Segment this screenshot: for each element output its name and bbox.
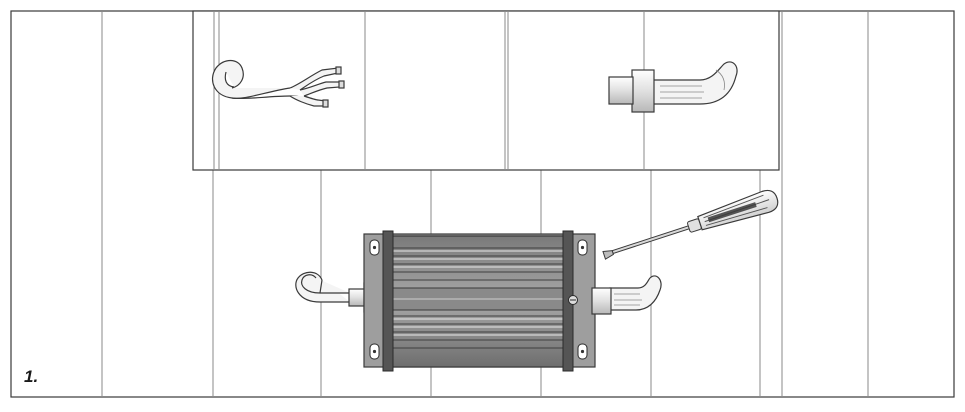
right-cable-connector <box>591 275 662 315</box>
junction-box-icon <box>363 230 596 372</box>
cable-connector-icon <box>608 61 738 113</box>
cable-stripped-icon <box>211 59 345 108</box>
step-number: 1. <box>24 367 39 386</box>
screwdriver-icon <box>602 189 779 260</box>
left-cable <box>295 271 350 303</box>
